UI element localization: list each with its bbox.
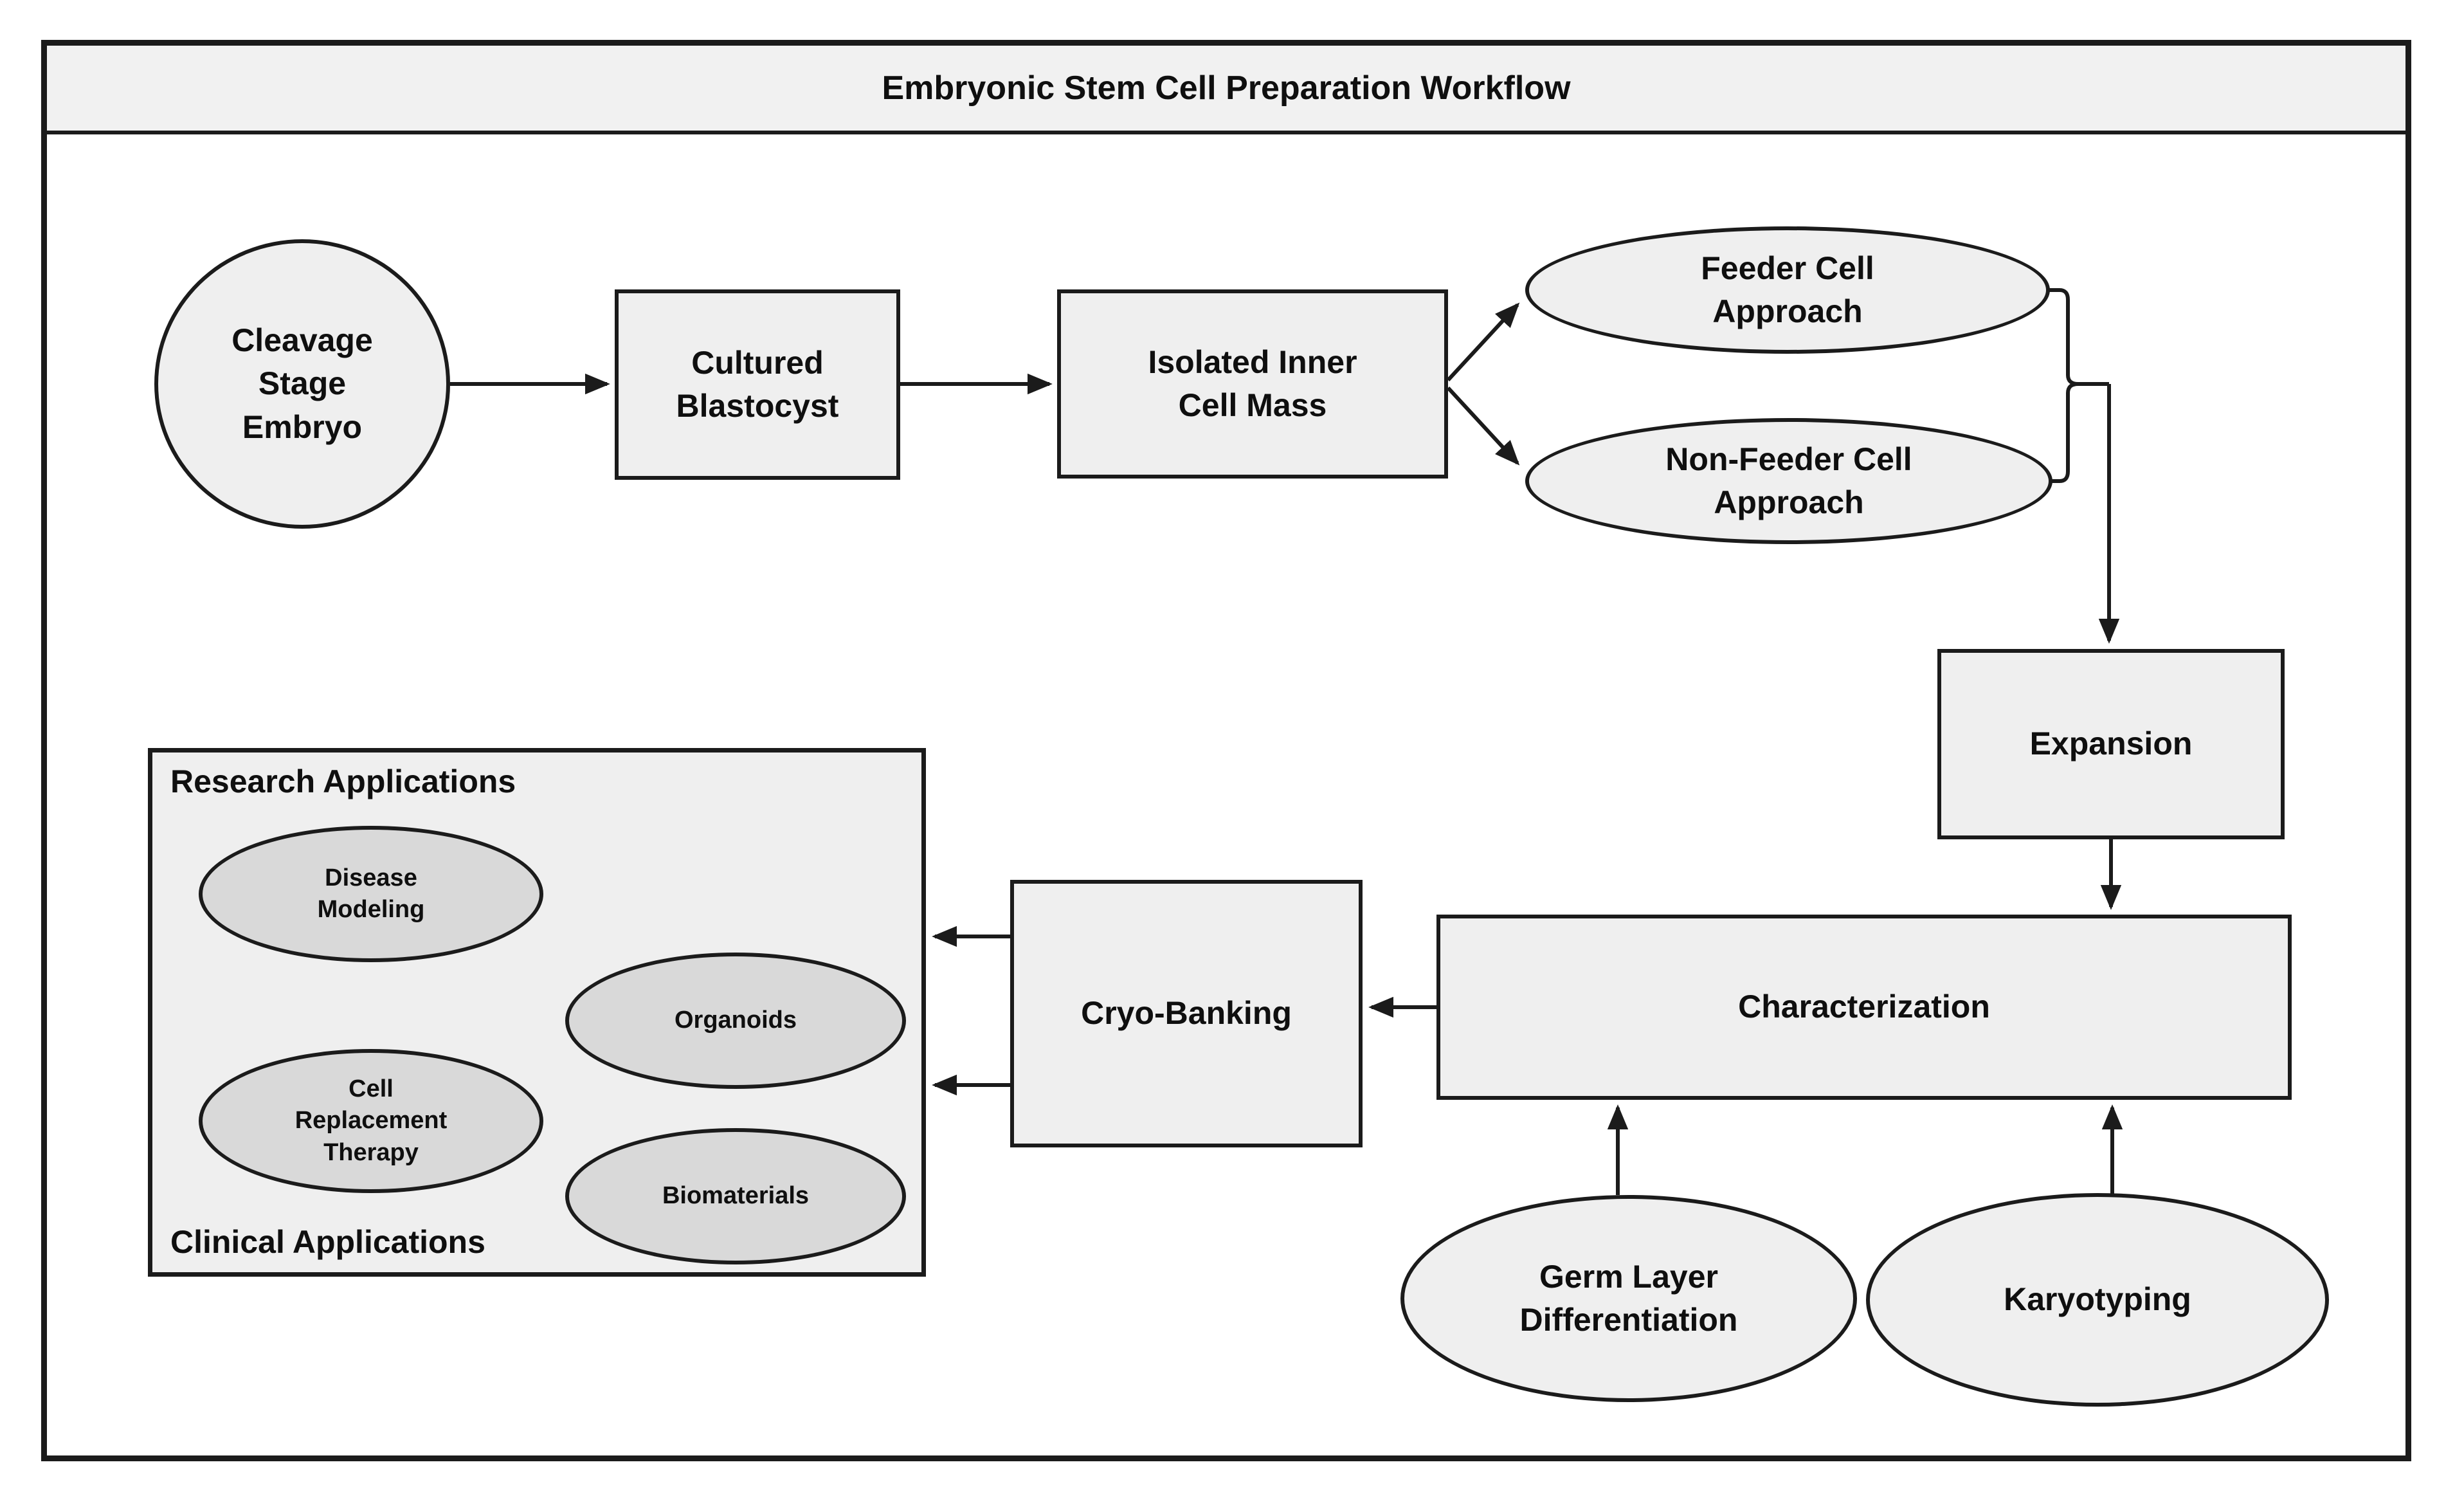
node-germ-layer-differentiation: Germ Layer Differentiation: [1400, 1195, 1857, 1402]
node-organoids: Organoids: [565, 953, 906, 1089]
node-label: Characterization: [1738, 989, 1990, 1025]
node-biomaterials: Biomaterials: [565, 1128, 906, 1264]
node-label: Biomaterials: [662, 1182, 810, 1210]
node-label: Germ Layer Differentiation: [1519, 1258, 1738, 1338]
node-label: Disease Modeling: [317, 864, 425, 923]
research-applications-label: Research Applications: [170, 763, 516, 799]
node-cleavage-stage-embryo: Cleavage Stage Embryo: [154, 239, 450, 529]
node-characterization: Characterization: [1436, 915, 2292, 1100]
node-cryo-banking: Cryo-Banking: [1010, 880, 1363, 1147]
node-disease-modeling: Disease Modeling: [199, 826, 543, 962]
node-feeder-cell-approach: Feeder Cell Approach: [1525, 226, 2050, 354]
node-label: Cultured Blastocyst: [676, 344, 839, 424]
node-non-feeder-cell-approach: Non-Feeder Cell Approach: [1525, 418, 2052, 544]
node-isolated-inner-cell-mass: Isolated Inner Cell Mass: [1057, 289, 1448, 479]
node-label: Feeder Cell Approach: [1701, 250, 1874, 330]
node-label: Cleavage Stage Embryo: [231, 322, 373, 445]
title-bar: Embryonic Stem Cell Preparation Workflow: [47, 46, 2405, 134]
node-label: Non-Feeder Cell Approach: [1665, 441, 1912, 521]
node-label: Expansion: [2029, 725, 2193, 762]
node-label: Cryo-Banking: [1081, 995, 1292, 1032]
node-label: Cell Replacement Therapy: [294, 1075, 448, 1166]
applications-panel: Research Applications Disease Modeling O…: [148, 748, 926, 1277]
node-label: Karyotyping: [2004, 1281, 2191, 1318]
node-label: Organoids: [674, 1007, 797, 1034]
node-karyotyping: Karyotyping: [1866, 1193, 2329, 1407]
node-expansion: Expansion: [1937, 649, 2285, 839]
node-cell-replacement-therapy: Cell Replacement Therapy: [199, 1049, 543, 1193]
diagram-title: Embryonic Stem Cell Preparation Workflow: [882, 69, 1571, 107]
node-label: Isolated Inner Cell Mass: [1148, 343, 1357, 424]
clinical-applications-label: Clinical Applications: [170, 1224, 485, 1260]
node-cultured-blastocyst: Cultured Blastocyst: [615, 289, 900, 480]
